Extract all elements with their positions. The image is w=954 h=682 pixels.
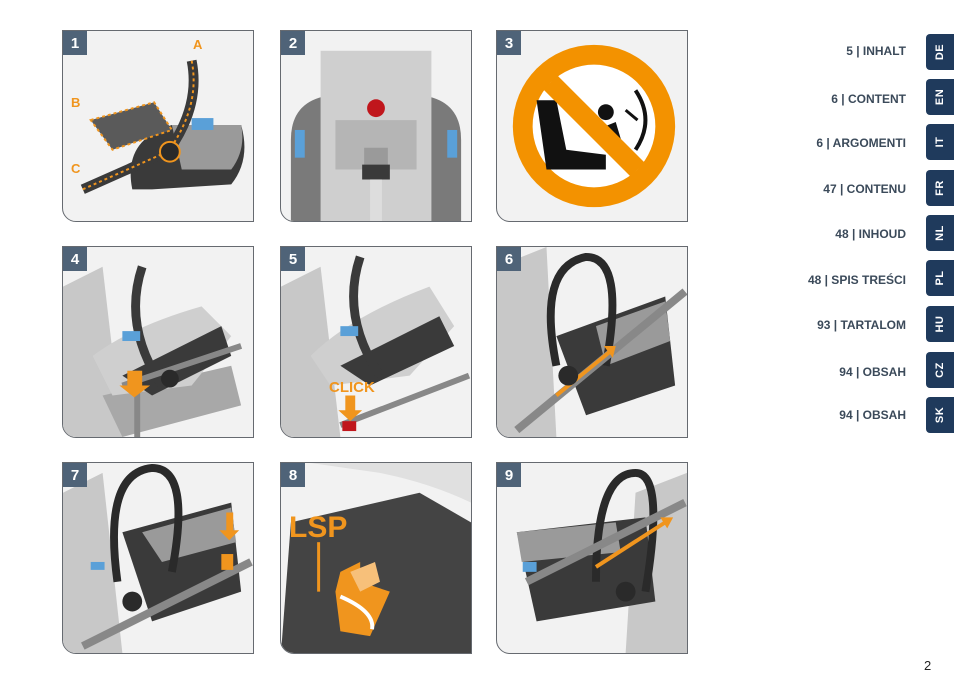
toc-entry-pl[interactable]: 48 | SPIS TREŚCI [807,273,906,287]
lang-tab-cz[interactable]: CZ [926,352,954,388]
lsp-label: LSP [289,511,348,544]
buckle-click-illustration [281,255,471,437]
carrier-illustration [80,59,245,194]
page-number: 2 [924,658,932,673]
step-number: 2 [281,31,305,55]
instruction-panel-9: 9 [496,462,688,654]
step-number: 6 [497,247,521,271]
instruction-panel-3: 3 [496,30,688,222]
toc-entry-de[interactable]: 5 | INHALT [846,44,906,58]
step-number: 4 [63,247,87,271]
toc-entry-nl[interactable]: 48 | INHOUD [835,227,906,241]
lang-tab-hu[interactable]: HU [926,306,954,342]
belt-guide-illustration [63,463,253,653]
lang-tab-fr[interactable]: FR [926,170,954,206]
toc-entry-cz[interactable]: 94 | OBSAH [839,365,906,379]
step-number: 9 [497,463,521,487]
lsp-illustration [281,463,471,653]
instruction-panel-5: 5 CLICK [280,246,472,438]
instruction-panel-2: 2 [280,30,472,222]
step-number: 7 [63,463,87,487]
lang-tab-nl[interactable]: NL [926,215,954,251]
toc-entry-sk[interactable]: 94 | OBSAH [839,408,906,422]
instruction-panel-1: 1 A B C [62,30,254,222]
shoulder-belt-illustration [497,247,687,437]
lang-tab-it[interactable]: IT [926,124,954,160]
belt-tension-illustration [516,468,687,653]
seat-top-view-illustration [290,50,462,221]
instruction-panel-4: 4 [62,246,254,438]
step-number: 3 [497,31,521,55]
step-number: 8 [281,463,305,487]
lang-tab-de[interactable]: DE [926,34,954,70]
instruction-panel-7: 7 [62,462,254,654]
label-a: A [193,37,203,52]
toc-entry-en[interactable]: 6 | CONTENT [831,92,906,106]
click-label: CLICK [329,379,375,396]
toc-entry-it[interactable]: 6 | ARGOMENTI [816,136,906,150]
step-number: 5 [281,247,305,271]
instruction-panel-8: 8 LSP [280,462,472,654]
lang-tab-sk[interactable]: SK [926,397,954,433]
instruction-panel-6: 6 [496,246,688,438]
belt-installation-illustration [63,265,243,437]
label-b: B [71,95,81,110]
lang-tab-en[interactable]: EN [926,79,954,115]
lang-tab-pl[interactable]: PL [926,260,954,296]
toc-entry-hu[interactable]: 93 | TARTALOM [817,318,906,332]
step-number: 1 [63,31,87,55]
toc-entry-fr[interactable]: 47 | CONTENU [823,182,906,196]
airbag-warning-icon [512,44,676,208]
label-c: C [71,161,81,176]
